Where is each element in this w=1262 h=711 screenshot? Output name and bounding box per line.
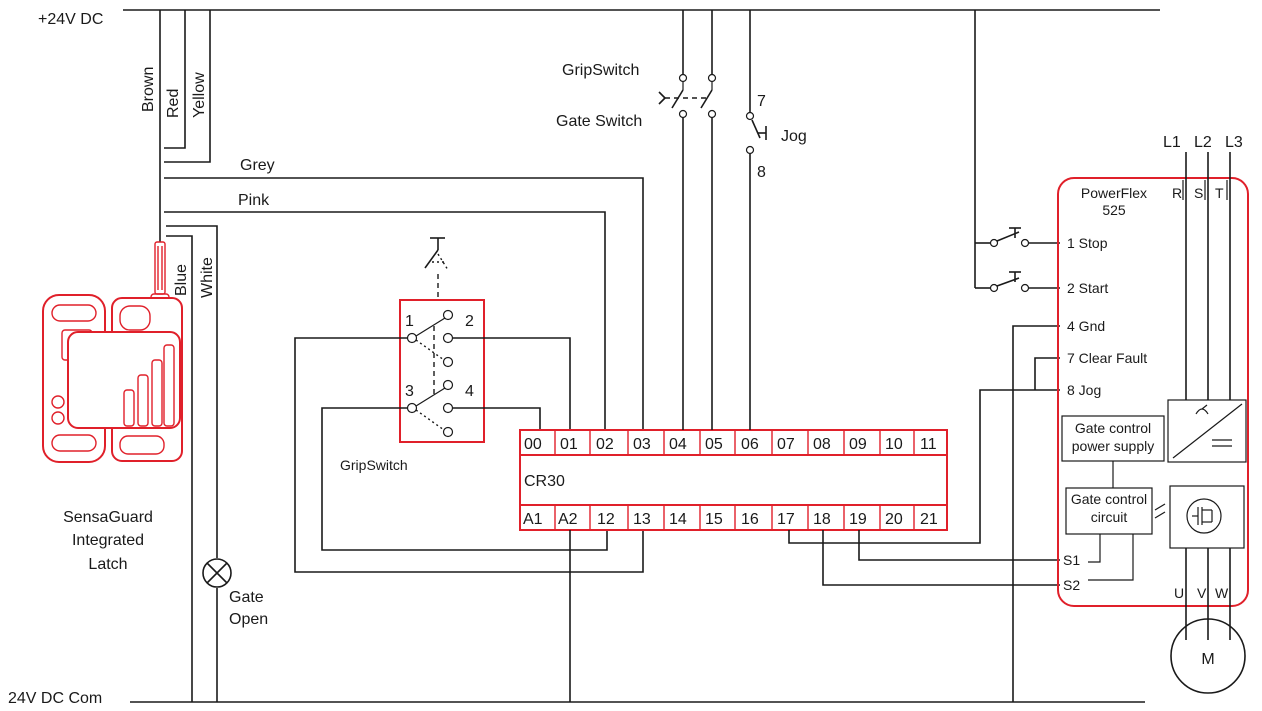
relay-terminal-a1: A1 [523, 511, 543, 528]
relay-terminal-15: 15 [705, 511, 723, 528]
drive-phase-s: S [1194, 185, 1203, 201]
relay-terminal-a2: A2 [558, 511, 578, 528]
relay-terminal-21: 21 [920, 511, 938, 528]
relay-terminal-19: 19 [849, 511, 867, 528]
gate-control-circuit-box [1065, 487, 1153, 535]
sensaguard-wires [159, 10, 644, 702]
jog-pushbutton [745, 10, 767, 430]
drive-output-w: W [1215, 585, 1229, 601]
wire-label-grey: Grey [240, 157, 275, 174]
relay-terminal-00: 00 [524, 436, 542, 453]
relay-terminal-12: 12 [597, 511, 615, 528]
supply-positive-label: +24V DC [38, 11, 103, 28]
motor-icon [1170, 618, 1246, 694]
relay-terminal-14: 14 [669, 511, 687, 528]
drive-output-v: V [1197, 585, 1207, 601]
supply-common-label: 24V DC Com [8, 690, 102, 707]
jog-terminal-7: 7 [757, 93, 766, 110]
gripswitch-box [399, 299, 485, 443]
relay-terminal-11: 11 [920, 436, 937, 453]
drive-input-jog: 8 Jog [1067, 382, 1101, 398]
powerflex-drive-box [1057, 177, 1249, 607]
motor-label: M [1201, 651, 1214, 668]
relay-terminal-06: 06 [741, 436, 759, 453]
gate-switch-label: Gate Switch [556, 113, 642, 130]
relay-to-drive-wiring [788, 325, 1060, 702]
mains-l3: L3 [1225, 134, 1243, 151]
sensaguard-label-line2: Integrated [72, 532, 144, 549]
wire-label-red: Red [165, 89, 182, 118]
drive-output-u: U [1174, 585, 1184, 601]
drive-power-section [1167, 399, 1247, 549]
wire-label-brown: Brown [140, 67, 157, 112]
cr30-relay [519, 429, 948, 531]
sensaguard-label-line1: SensaGuard [63, 509, 153, 526]
psu-label-line2: power supply [1072, 438, 1155, 454]
gripswitch-contacts [406, 309, 454, 438]
gate-gripswitch-contacts [658, 10, 717, 430]
relay-terminal-17: 17 [777, 511, 795, 528]
gripswitch-wiring [294, 337, 644, 573]
relay-terminal-20: 20 [885, 511, 903, 528]
supply-rails [123, 9, 1160, 703]
relay-terminal-09: 09 [849, 436, 867, 453]
relay-terminal-02: 02 [596, 436, 614, 453]
relay-terminal-05: 05 [705, 436, 723, 453]
opto-arrows [1154, 503, 1166, 519]
relay-terminal-04: 04 [669, 436, 687, 453]
mains-l1: L1 [1163, 134, 1181, 151]
drive-input-s2: S2 [1063, 577, 1080, 593]
wire-label-pink: Pink [238, 192, 270, 209]
drive-name: PowerFlex [1081, 185, 1147, 201]
top-gripswitch-label: GripSwitch [562, 62, 639, 79]
relay-terminal-03: 03 [633, 436, 651, 453]
drive-phase-t: T [1215, 185, 1224, 201]
mains-lines [1182, 152, 1231, 640]
sensaguard-label-line3: Latch [88, 556, 127, 573]
relay-terminal-16: 16 [741, 511, 759, 528]
relay-terminal-01: 01 [560, 436, 578, 453]
wire-label-white: White [199, 257, 216, 298]
lamp-label-line1: Gate [229, 589, 264, 606]
sensaguard-latch-icon [42, 241, 183, 463]
psu-label-line1: Gate control [1075, 420, 1151, 436]
drive-input-clear-fault: 7 Clear Fault [1067, 350, 1147, 366]
gate-open-lamp-icon [202, 558, 232, 588]
gripswitch-actuator [424, 237, 449, 300]
lamp-label-line2: Open [229, 611, 268, 628]
jog-terminal-8: 8 [757, 164, 766, 181]
relay-name: CR30 [524, 473, 565, 490]
circuit-label-line1: Gate control [1071, 491, 1147, 507]
drive-input-gnd: 4 Gnd [1067, 318, 1105, 334]
mains-l2: L2 [1194, 134, 1212, 151]
gripswitch-contact-4: 4 [465, 383, 474, 400]
drive-phase-r: R [1172, 185, 1182, 201]
circuit-label-line2: circuit [1091, 509, 1128, 525]
relay-terminal-13: 13 [633, 511, 651, 528]
drive-model: 525 [1102, 202, 1126, 218]
relay-terminal-07: 07 [777, 436, 795, 453]
drive-input-start: 2 Start [1067, 280, 1108, 296]
drive-input-stop: 1 Stop [1067, 235, 1108, 251]
wire-label-blue: Blue [173, 264, 190, 296]
gripswitch-label: GripSwitch [340, 457, 408, 473]
relay-terminal-10: 10 [885, 436, 903, 453]
drive-input-s1: S1 [1063, 552, 1080, 568]
relay-terminal-18: 18 [813, 511, 831, 528]
gripswitch-contact-2: 2 [465, 313, 474, 330]
wire-label-yellow: Yellow [191, 72, 208, 118]
stop-start-pushbuttons [974, 10, 1060, 293]
relay-terminal-08: 08 [813, 436, 831, 453]
gripswitch-contact-3: 3 [405, 383, 414, 400]
gripswitch-contact-1: 1 [405, 313, 414, 330]
jog-label: Jog [781, 128, 807, 145]
